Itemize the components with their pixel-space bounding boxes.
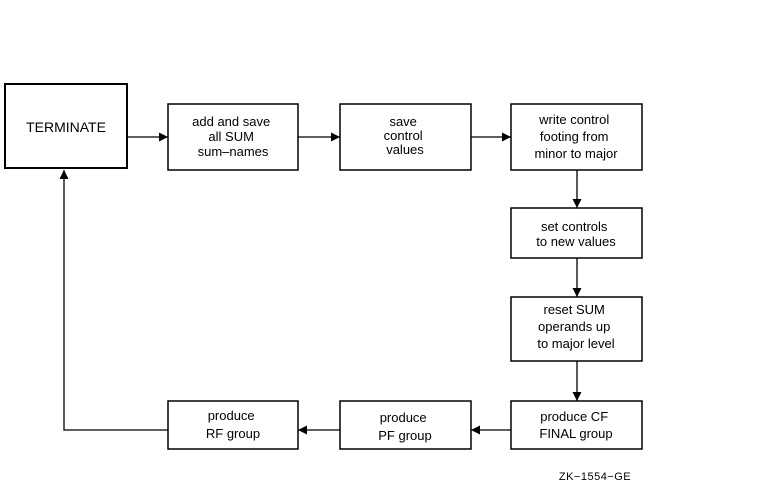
node-produce-pf-line-2: PF group [378,428,431,443]
node-reset-sum: reset SUM operands up to major level [510,296,643,362]
edge-produce-rf-to-terminate [59,170,168,431]
figure-id: ZK−1554−GE [559,471,631,483]
node-produce-cf-line-2: FINAL group [539,426,612,441]
node-add-save-sum: add and save all SUM sum–names [167,103,299,171]
node-terminate-line-1: TERMINATE [26,119,106,135]
node-save-control: save control values [339,103,472,171]
svg-text:add and save all SUM: add and save all SUM sum–names [192,114,274,159]
node-reset-sum-line-1: reset SUM [543,302,604,317]
node-save-control-line-1: save [389,114,416,129]
svg-text:produce CF FINAL group: produce CF FINAL group [539,409,612,441]
node-produce-rf-line-1: produce [208,408,255,423]
node-produce-pf: produce PF group [339,400,472,450]
node-save-control-line-3: values [386,142,424,157]
node-add-save-sum-line-1: add and save [192,114,270,129]
node-produce-rf: produce RF group [167,400,299,450]
node-set-controls-line-1: set controls [541,219,608,234]
node-produce-cf: produce CF FINAL group [510,400,643,450]
svg-text:produce PF group: produce PF group [378,410,431,443]
node-set-controls: set controls to new values [510,207,643,259]
node-reset-sum-line-2: operands up [538,319,610,334]
node-produce-pf-line-1: produce [380,410,427,425]
connectors [59,132,582,435]
node-produce-cf-line-1: produce CF [540,409,608,424]
node-set-controls-line-2: to new values [536,234,616,249]
node-terminate: TERMINATE [4,83,128,169]
svg-text:set controls to new valu: set controls to new values [536,219,616,249]
node-write-control-line-2: footing from [540,129,609,144]
node-produce-rf-line-2: RF group [206,426,260,441]
node-save-control-line-2: control [384,128,423,143]
svg-text:produce RF group: produce RF group [206,408,260,441]
node-reset-sum-line-3: to major level [537,336,614,351]
svg-text:reset SUM operands up: reset SUM operands up to major level [537,302,614,351]
node-add-save-sum-line-2: all SUM [208,129,254,144]
svg-text:save control value: save control values [384,114,427,157]
node-write-control-line-3: minor to major [534,146,618,161]
node-write-control-line-1: write control [538,112,609,127]
node-add-save-sum-line-3: sum–names [198,144,269,159]
svg-text:write control footing fr: write control footing from minor to majo… [534,112,618,161]
svg-text:TERMINATE: TERMINATE [26,119,106,135]
node-write-control: write control footing from minor to majo… [510,103,643,171]
